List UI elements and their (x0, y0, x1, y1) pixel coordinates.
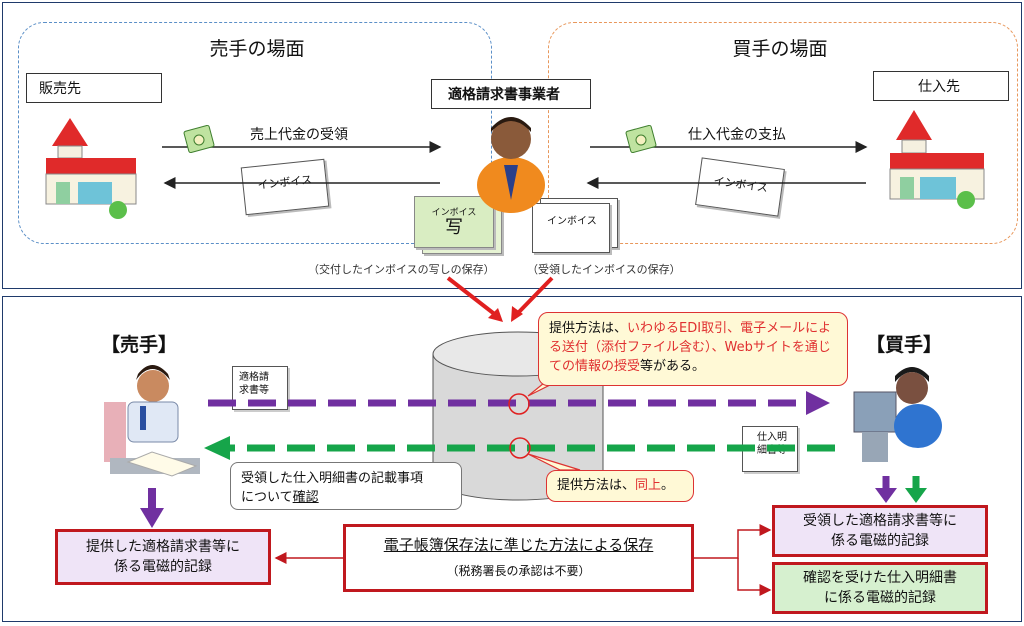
caption-left: （交付したインボイスの写しの保存） (308, 263, 495, 276)
money-icon-left (183, 124, 215, 154)
seller-record: 提供した適格請求書等に係る電磁的記録 (55, 529, 271, 585)
payment-label: 仕入代金の支払 (688, 127, 786, 143)
seller-label: 【売手】 (101, 334, 178, 356)
red-arrow-left (446, 276, 499, 318)
store-icon-left (45, 118, 137, 219)
seller-person-icon (104, 365, 200, 477)
buyer-label: 【買手】 (866, 334, 943, 356)
flow-marker-top (508, 393, 530, 415)
qualified-issuer-label: 適格請求書事業者 (431, 79, 591, 109)
seller-scene-title: 売手の場面 (209, 38, 305, 60)
buyer-record-statement: 確認を受けた仕入明細書に係る電磁的記録 (772, 562, 988, 614)
businessman-icon (477, 117, 545, 213)
confirmation-note: 受領した仕入明細書の記載事項 について確認 (230, 462, 462, 510)
sales-destination-label: 販売先 (26, 73, 162, 103)
received-doc: インボイス (532, 203, 610, 253)
buyer-scene-title: 買手の場面 (732, 38, 828, 60)
center-to-buyer-bracket-2 (737, 558, 772, 596)
caption-right: （受領したインボイスの保存） (527, 263, 681, 276)
center-to-buyer-bracket (694, 524, 772, 559)
receipt-label: 売上代金の受領 (250, 127, 348, 143)
buyer-scene-frame (548, 22, 1018, 244)
copy-doc: インボイス 写 (414, 196, 494, 248)
supplier-label: 仕入先 (873, 71, 1009, 101)
provision-method-same-callout: 提供方法は、同上。 (546, 470, 694, 502)
money-icon-right (625, 124, 657, 154)
red-arrow-right (515, 276, 554, 316)
buyer-record-invoice: 受領した適格請求書等に係る電磁的記録 (772, 505, 988, 557)
store-icon-right (889, 110, 985, 209)
seller-scene-frame (18, 22, 492, 244)
flow-marker-bottom (509, 437, 531, 459)
provision-method-callout: 提供方法は、いわゆるEDI取引、電子メールによる送付（添付ファイル含む）、Web… (538, 312, 848, 386)
buyer-person-icon (853, 367, 942, 462)
center-record: 電子帳簿保存法に準じた方法による保存 （税務署長の承認は不要） (343, 524, 694, 592)
